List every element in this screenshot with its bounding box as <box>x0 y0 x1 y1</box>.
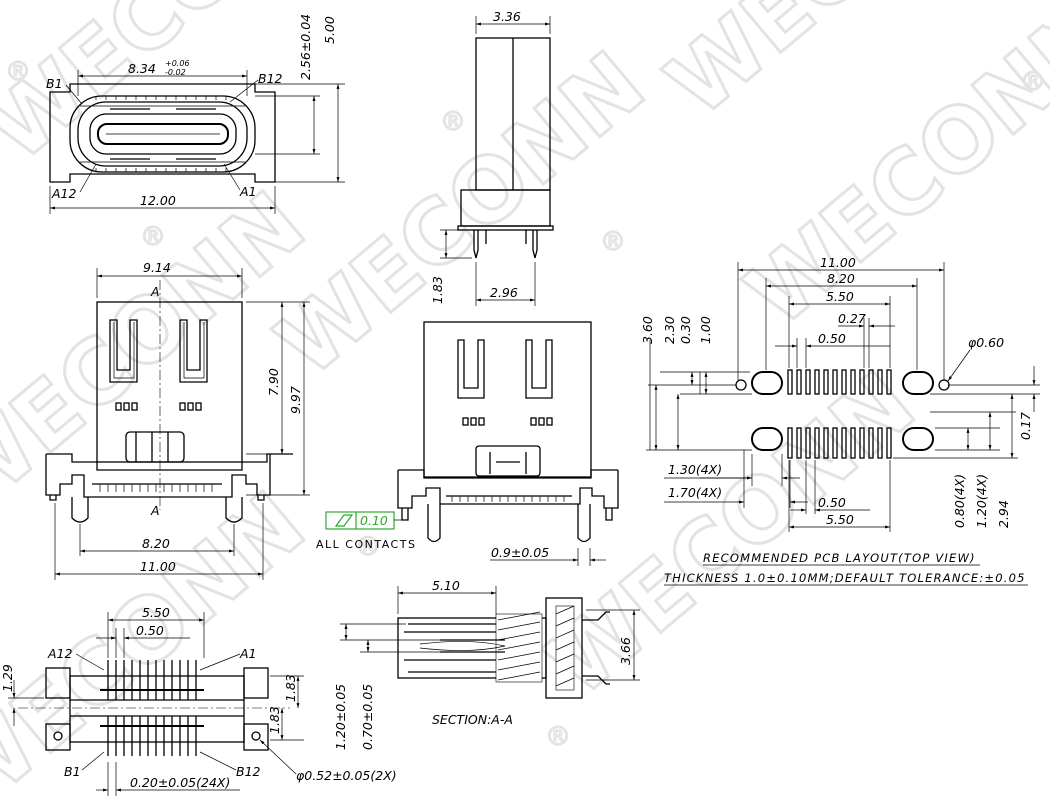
dim-pcb-080: 0.80(4X) <box>952 474 967 528</box>
dim-pcb-030: 0.30 <box>678 316 693 344</box>
dim-pin-length: 1.83 <box>430 276 445 304</box>
dim-front-inner-height: 7.90 <box>266 368 281 396</box>
watermark-mark: ® <box>355 532 381 562</box>
watermark-mark: ® <box>440 107 466 137</box>
section-label: SECTION:A-A <box>432 712 513 727</box>
dim-front-total-height: 9.97 <box>288 386 303 414</box>
dim-pin-thickness: 0.9±0.05 <box>491 545 549 560</box>
dim-total-height: 5.00 <box>322 16 337 44</box>
dim-tol-lower: -0.02 <box>165 68 186 77</box>
dim-front-inner-pitch: 8.20 <box>142 536 170 551</box>
dim-pcb-230: 2.30 <box>662 316 677 344</box>
dim-opening-height: 2.56±0.04 <box>298 14 313 80</box>
dim-pcb-050: 0.50 <box>818 331 846 346</box>
label-bottom-b1: B1 <box>64 764 81 779</box>
dim-section-366: 3.66 <box>618 637 633 665</box>
section-mark-bottom: A <box>150 503 160 518</box>
label-bottom-a12: A12 <box>47 646 73 661</box>
dim-front-outer-pitch: 11.00 <box>140 559 176 574</box>
dim-bottom-hole: φ0.52±0.05(2X) <box>296 768 397 783</box>
pcb-layout: 11.00 8.20 5.50 0.27 0.50 φ0.60 3.60 2.3… <box>640 255 1040 586</box>
front-view: A A 9.14 7.90 9.97 8.20 11.00 <box>45 260 310 580</box>
dim-pcb-170: 1.70(4X) <box>668 485 722 500</box>
dim-pcb-120: 1.20(4X) <box>974 474 989 528</box>
dim-pcb-027: 0.27 <box>838 311 866 326</box>
dim-bottom-129: 1.29 <box>0 664 15 692</box>
dim-section-510: 5.10 <box>432 578 460 593</box>
watermark-text: WECONN <box>0 472 324 812</box>
label-b12: B12 <box>258 71 283 86</box>
all-contacts-label: ALL CONTACTS <box>316 538 416 551</box>
label-bottom-b12: B12 <box>236 764 261 779</box>
watermark-mark: ® <box>545 722 571 752</box>
dim-bottom-183a: 1.83 <box>283 674 298 702</box>
dim-pcb-550: 5.50 <box>826 289 854 304</box>
label-b1: B1 <box>46 76 63 91</box>
dim-pcb-360: 3.60 <box>640 316 655 344</box>
dim-pcb-550-bottom: 5.50 <box>826 512 854 527</box>
watermark-mark: ® <box>600 227 626 257</box>
label-a1: A1 <box>239 184 257 199</box>
dim-front-top-width: 9.14 <box>143 260 171 275</box>
section-view: 5.10 3.66 1.20±0.05 0.70±0.05 SECTION:A-… <box>333 578 640 750</box>
top-view: 8.34 +0.06 -0.02 12.00 2.56±0.04 5.00 B1… <box>46 14 345 214</box>
pcb-layout-note: THICKNESS 1.0±0.10MM;DEFAULT TOLERANCE:±… <box>664 571 1026 585</box>
label-bottom-a1: A1 <box>239 646 257 661</box>
rear-view: 0.10 ALL CONTACTS 0.9±0.05 <box>316 321 619 566</box>
dim-pcb-820: 8.20 <box>827 271 855 286</box>
dim-pcb-050-bottom: 0.50 <box>818 495 846 510</box>
dim-pcb-100: 1.00 <box>698 316 713 344</box>
dim-pin-pitch: 2.96 <box>490 285 518 300</box>
watermark-text: WECONN <box>527 352 933 716</box>
dim-overall-width: 12.00 <box>140 193 176 208</box>
dim-pcb-294: 2.94 <box>996 500 1011 528</box>
dim-pcb-017: 0.17 <box>1018 412 1033 440</box>
dim-section-070: 0.70±0.05 <box>360 684 375 750</box>
watermark-mark: ® <box>1020 67 1046 97</box>
section-mark-top: A <box>150 284 160 299</box>
label-a12: A12 <box>51 186 77 201</box>
watermark-mark: ® <box>140 222 166 252</box>
dim-bottom-550: 5.50 <box>142 605 170 620</box>
dim-bottom-pin-width: 0.20±0.05(24X) <box>130 775 230 790</box>
bottom-view: 5.50 0.50 A12 A1 B1 B12 1.29 1.83 1.83 0… <box>0 605 397 796</box>
dim-pcb-130: 1.30(4X) <box>668 462 722 477</box>
watermark-mark: ® <box>5 57 31 87</box>
dim-opening-width: 8.34 <box>128 61 156 76</box>
pcb-layout-title: RECOMMENDED PCB LAYOUT(TOP VIEW) <box>703 551 976 565</box>
dim-pcb-1100: 11.00 <box>820 255 856 270</box>
dim-pcb-hole-dia: φ0.60 <box>968 335 1004 350</box>
flatness-value: 0.10 <box>360 513 388 528</box>
dim-bottom-050: 0.50 <box>136 623 164 638</box>
dim-tol-upper: +0.06 <box>165 59 190 68</box>
dim-side-width: 3.36 <box>493 9 521 24</box>
side-view: 3.36 1.83 2.96 <box>430 9 554 306</box>
dim-section-120: 1.20±0.05 <box>333 684 348 750</box>
dim-bottom-183b: 1.83 <box>267 706 282 734</box>
